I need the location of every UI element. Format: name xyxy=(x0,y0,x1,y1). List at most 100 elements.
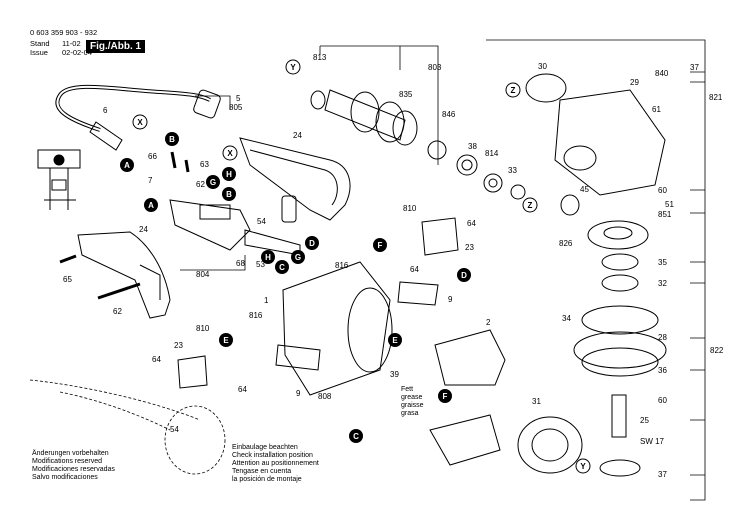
stand-label: Stand xyxy=(30,39,50,48)
callout-letter: F xyxy=(378,241,383,250)
part-label: 9 xyxy=(296,389,301,398)
part-label: 60 xyxy=(658,396,667,405)
grinder-outline-sketch xyxy=(29,379,226,475)
part-label: 808 xyxy=(318,392,332,401)
plug xyxy=(193,89,221,119)
screw-62 xyxy=(97,282,141,300)
part-label: 29 xyxy=(630,78,639,87)
part-label: 34 xyxy=(562,314,571,323)
bevel-gear xyxy=(587,220,649,250)
part-label: 32 xyxy=(658,279,667,288)
callout-letter: Z xyxy=(511,86,516,95)
callout-h: H xyxy=(222,167,236,181)
part-label: 62 xyxy=(196,180,205,189)
part-label: 68 xyxy=(236,259,245,268)
part-label: 65 xyxy=(63,275,72,284)
part-label: 37 xyxy=(658,470,667,479)
part-label: 63 xyxy=(200,160,209,169)
part-label: 804 xyxy=(196,270,210,279)
callout-letter: G xyxy=(210,178,216,187)
armature xyxy=(310,89,418,146)
callout-letter: B xyxy=(226,190,232,199)
callout-letter: E xyxy=(392,336,398,345)
callout-b: B xyxy=(165,132,179,146)
part-label: 810 xyxy=(196,324,210,333)
callout-letter: F xyxy=(443,392,448,401)
capacitor xyxy=(281,195,297,223)
callouts: Y X B A X Z Z G H B A F D H C G D E E F … xyxy=(120,59,591,474)
part-label: 1 xyxy=(264,296,269,305)
part-label: 33 xyxy=(508,166,517,175)
motor-housing xyxy=(282,261,391,396)
part-label: 36 xyxy=(658,366,667,375)
callout-letter: X xyxy=(137,118,143,127)
part-label: 53 xyxy=(256,260,265,269)
part-label: 803 xyxy=(428,63,442,72)
part-label: 826 xyxy=(559,239,573,248)
part-label: 2 xyxy=(486,318,491,327)
bracket-lines xyxy=(180,39,706,501)
figure-label: Fig./Abb. 1 xyxy=(86,40,146,53)
part-label: 6 xyxy=(103,106,108,115)
part-label: 25 xyxy=(640,416,649,425)
part-label: 35 xyxy=(658,258,667,267)
bearing-flange xyxy=(581,305,659,335)
note-line: Salvo modificaciones xyxy=(32,474,98,481)
doc-number: 0 603 359 903 - 932 xyxy=(30,28,98,37)
part-label: 54 xyxy=(257,217,266,226)
note-line: Tengase en cuenta xyxy=(232,468,292,475)
callout-letter: D xyxy=(309,239,315,248)
callout-letter: Y xyxy=(580,462,586,471)
gear-housing xyxy=(554,89,666,196)
callout-letter: G xyxy=(295,253,301,262)
part-label: 51 xyxy=(665,200,674,209)
note-line: graisse xyxy=(401,402,424,409)
callout-x: X xyxy=(222,145,238,161)
part-label: 61 xyxy=(652,105,661,114)
callout-letter: C xyxy=(279,263,285,272)
callout-y: Y xyxy=(575,458,591,474)
callout-x: X xyxy=(132,114,148,130)
callout-letter: A xyxy=(124,161,130,170)
callout-letter: B xyxy=(169,135,175,144)
issue-label: Issue xyxy=(30,48,48,57)
part-label: 23 xyxy=(465,243,474,252)
callout-letter: A xyxy=(148,201,154,210)
part-label: 805 xyxy=(229,103,243,112)
part-labels: 813 803 835 846 38 814 33 30 840 37 29 8… xyxy=(63,53,724,479)
note-line: Einbaulage beachten xyxy=(232,444,298,451)
part-label: 24 xyxy=(139,225,148,234)
part-label: 37 xyxy=(690,63,699,72)
part-label: 30 xyxy=(538,62,547,71)
part-label: 39 xyxy=(390,370,399,379)
part-label: 54 xyxy=(170,425,179,434)
switch-assembly xyxy=(169,199,251,251)
stand-value: 11-02 xyxy=(62,39,81,48)
part-label: 45 xyxy=(580,185,589,194)
insulation-sheet xyxy=(397,281,439,306)
note-line: la posición de montaje xyxy=(232,476,302,483)
issue-value: 02-02-04 xyxy=(62,48,93,57)
callout-c: C xyxy=(275,260,289,274)
callout-h: H xyxy=(261,250,275,264)
part-label: 813 xyxy=(313,53,327,62)
callout-e: E xyxy=(219,333,233,347)
part-label: 851 xyxy=(658,210,672,219)
wheel-guard xyxy=(517,416,583,474)
part-label: 816 xyxy=(335,261,349,270)
part-label: 64 xyxy=(467,219,476,228)
note-line: Modifications reserved xyxy=(32,458,103,465)
part-label: 822 xyxy=(710,346,724,355)
callout-letter: D xyxy=(461,271,467,280)
note-line: grasa xyxy=(401,410,419,417)
handle-housing-left xyxy=(77,231,171,319)
callout-c: C xyxy=(349,429,363,443)
part-label: 64 xyxy=(152,355,161,364)
screw-65 xyxy=(59,254,77,264)
part-label: 62 xyxy=(113,307,122,316)
handle-housing-top xyxy=(239,137,351,221)
callout-letter: H xyxy=(226,170,232,179)
note-installation: Einbaulage beachten Check installation p… xyxy=(232,444,319,484)
callout-f: F xyxy=(373,238,387,252)
